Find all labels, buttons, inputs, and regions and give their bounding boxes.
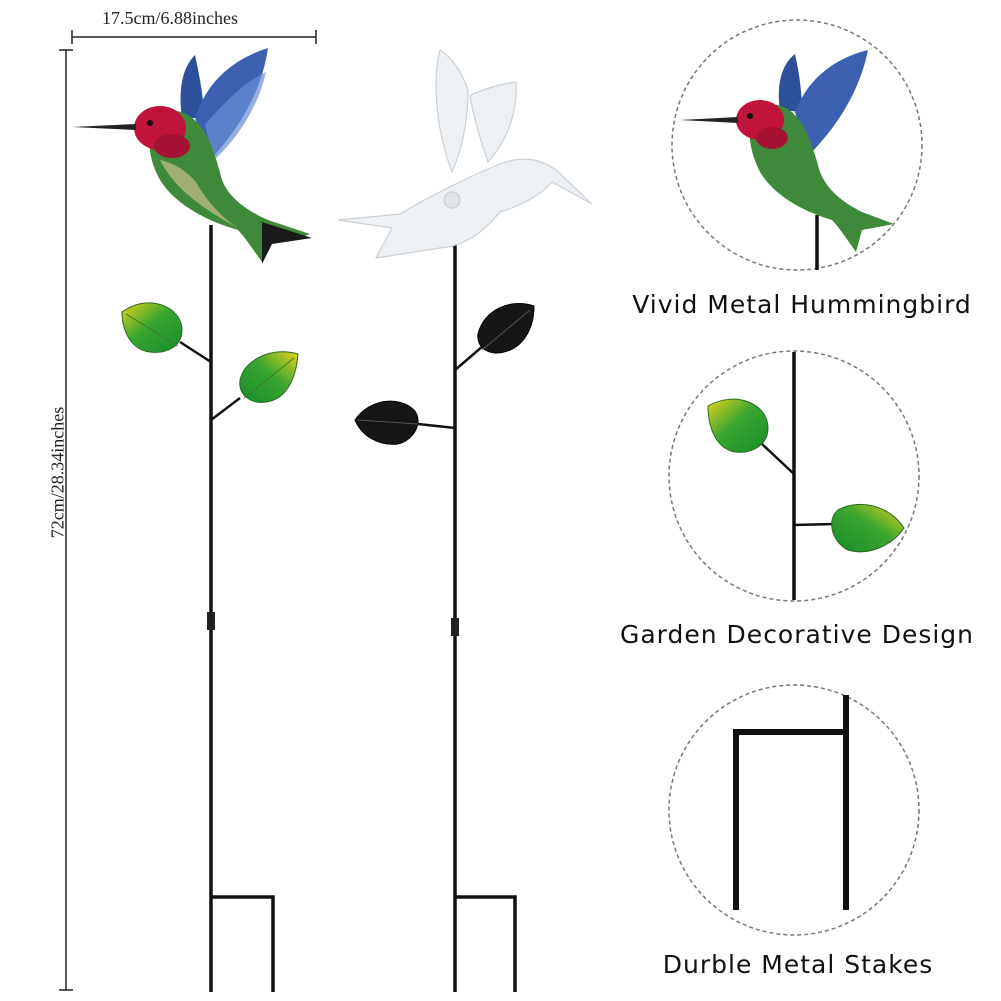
height-dimension-label: 72cm/28.34inches <box>47 406 68 539</box>
width-dimension-line <box>71 30 317 44</box>
stake-closeup <box>668 684 920 936</box>
feature-caption-metal-stakes: Durble Metal Stakes <box>662 950 934 979</box>
hummingbird-closeup <box>671 19 923 271</box>
colored-hummingbird-stake <box>72 48 312 992</box>
height-dimension-line <box>59 49 73 991</box>
black-leaf <box>354 400 419 445</box>
green-leaf <box>121 302 183 353</box>
green-leaf <box>239 351 299 403</box>
feature-caption-hummingbird: Vivid Metal Hummingbird <box>632 290 972 319</box>
width-dimension-label: 17.5cm/6.88inches <box>102 8 238 28</box>
feature-caption-decorative-design: Garden Decorative Design <box>619 620 975 649</box>
colored-hummingbird <box>72 48 312 264</box>
black-leaf <box>477 303 535 354</box>
leaves-closeup <box>668 350 920 602</box>
clear-hummingbird <box>337 49 593 259</box>
clear-hummingbird-stake <box>337 49 593 992</box>
